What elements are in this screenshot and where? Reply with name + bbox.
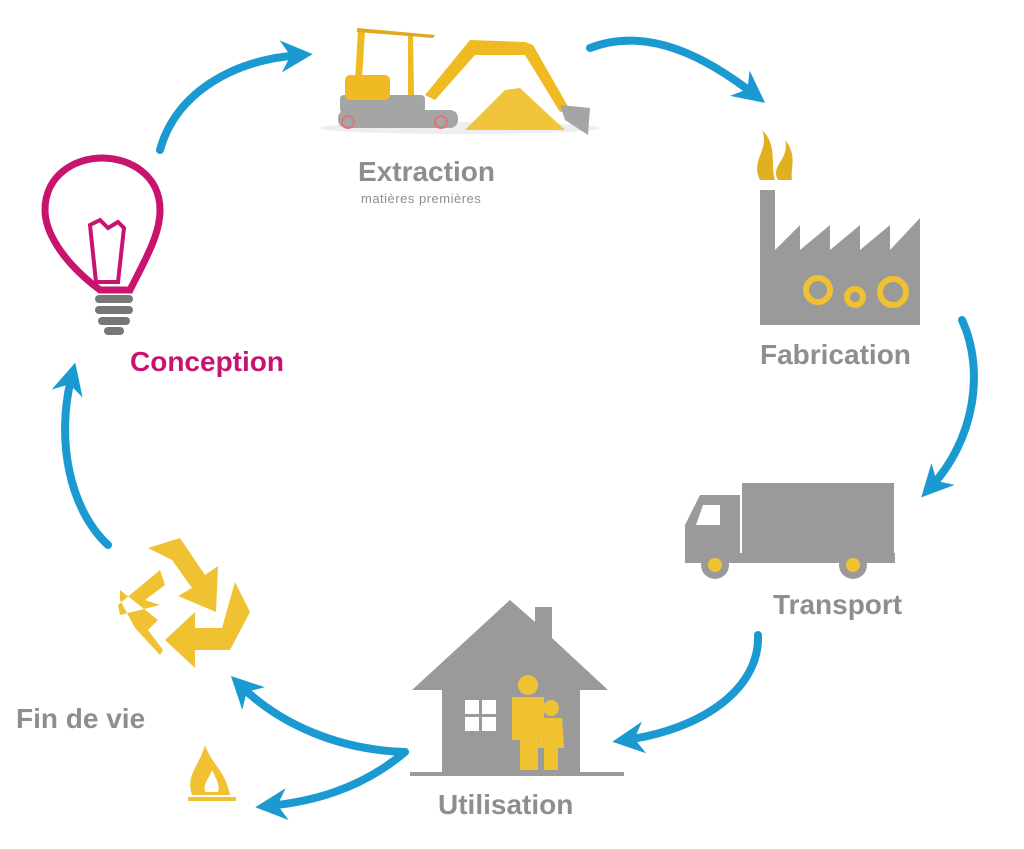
arrow-transport-to-utilisation — [612, 631, 763, 754]
arrow-extraction-to-fabrication — [586, 36, 766, 103]
stage-label-utilisation: Utilisation — [438, 789, 574, 820]
lightbulb-icon — [41, 154, 164, 335]
recycle-icon — [118, 538, 250, 668]
arrow-utilisation-to-incineration — [255, 748, 409, 821]
fire-icon — [188, 745, 236, 801]
arrow-utilisation-to-recycle — [230, 675, 409, 756]
stage-sublabel-extraction: matières premières — [361, 191, 482, 206]
truck-icon — [685, 483, 895, 579]
factory-icon — [757, 130, 920, 325]
house-icon — [410, 600, 624, 776]
stage-label-fabrication: Fabrication — [760, 339, 911, 370]
stage-label-transport: Transport — [773, 589, 903, 620]
arrow-fabrication-to-transport — [921, 316, 978, 498]
family-icon — [512, 675, 564, 770]
stage-label-fin-de-vie: Fin de vie — [16, 703, 146, 734]
smoke-icon — [757, 130, 793, 180]
arrow-finvie-to-conception — [51, 362, 112, 549]
arrow-conception-to-extraction — [156, 40, 313, 154]
stage-label-conception: Conception — [130, 346, 284, 377]
excavator-icon — [320, 28, 600, 135]
stage-label-extraction: Extraction — [358, 156, 495, 187]
